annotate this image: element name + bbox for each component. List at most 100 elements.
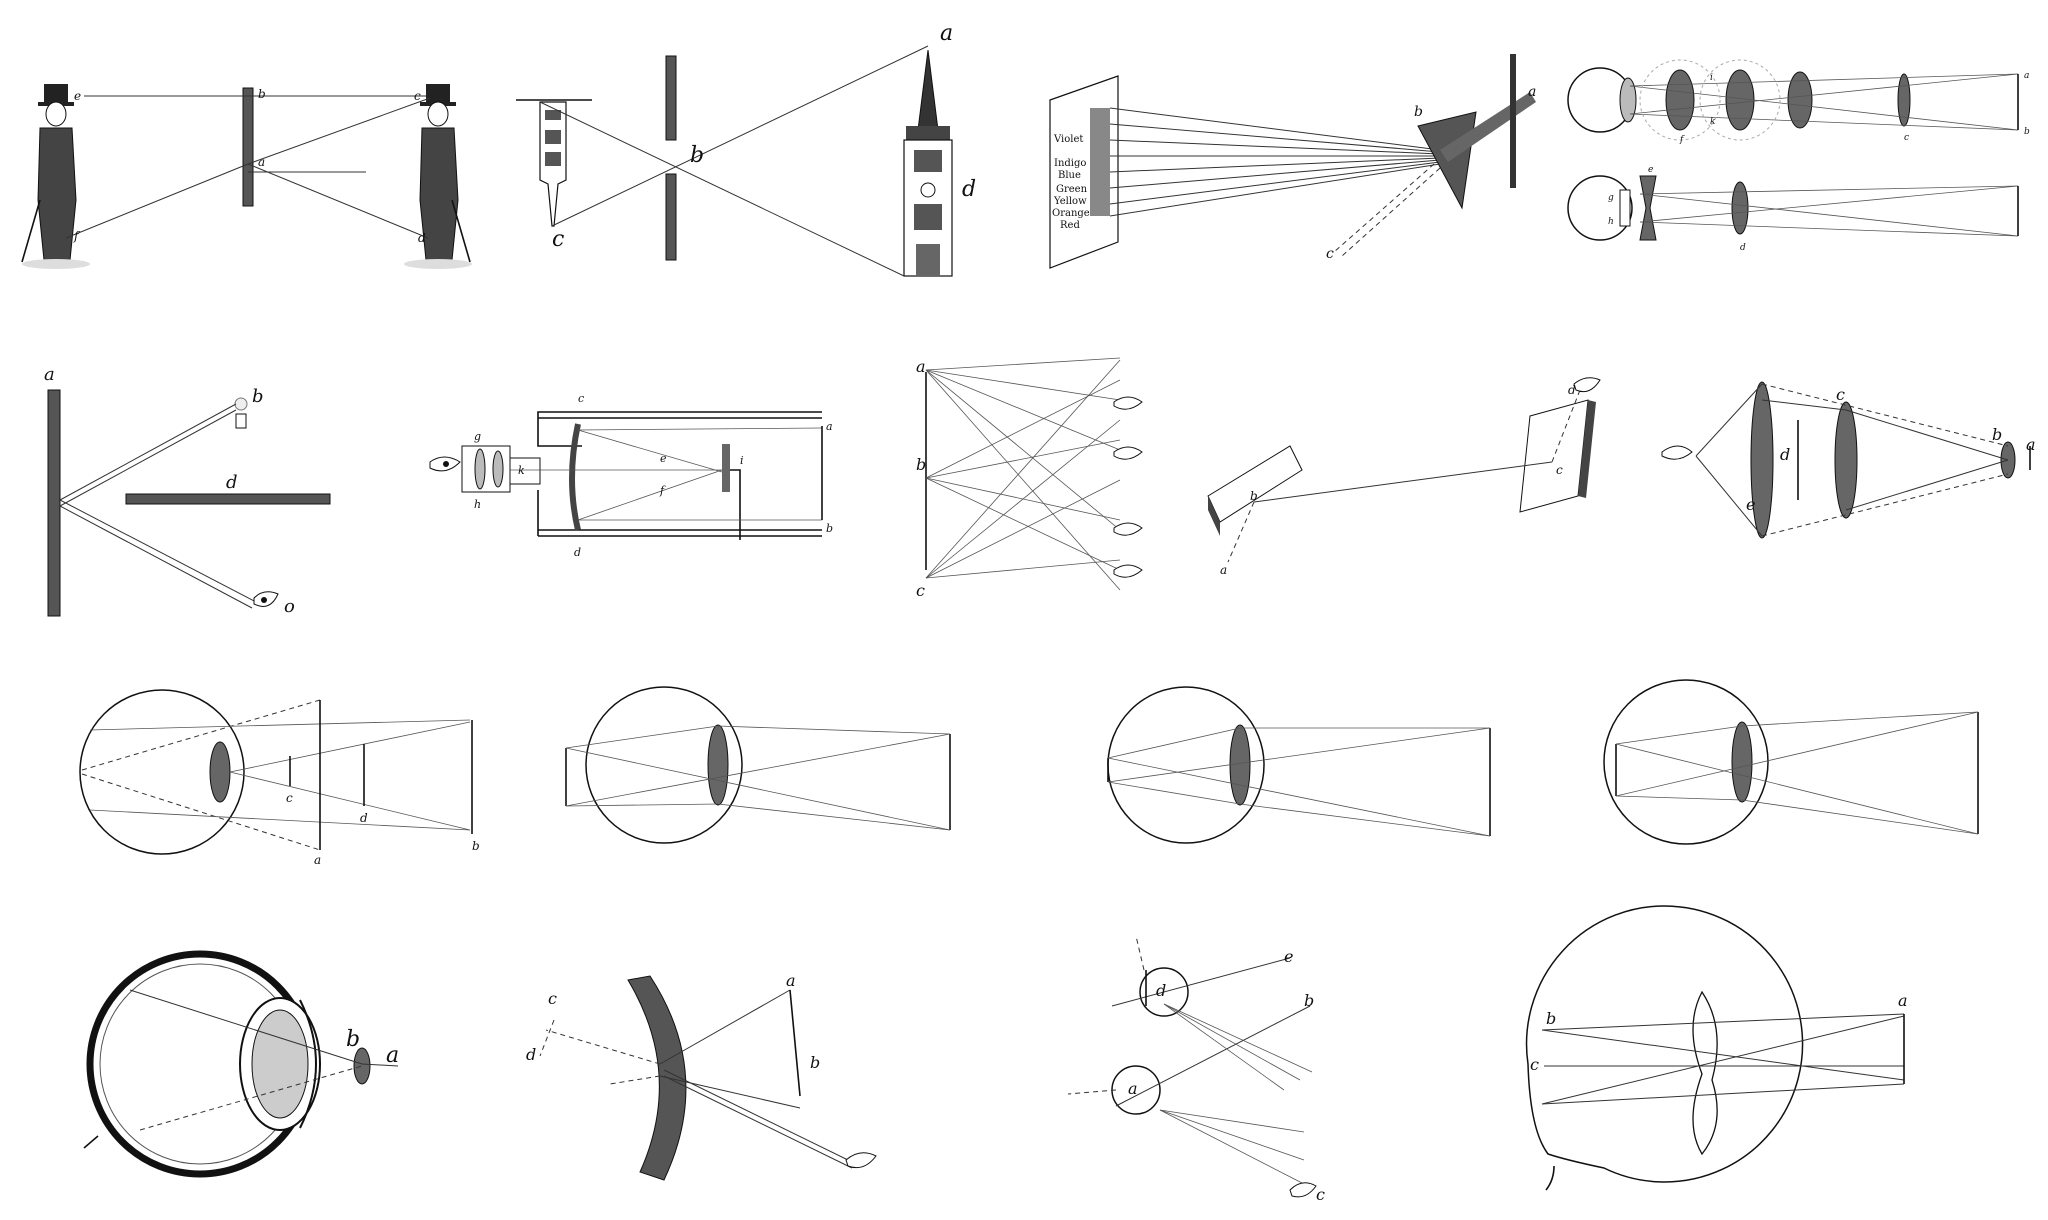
gentleman-figure-icon — [21, 84, 90, 269]
label-b: b — [826, 522, 833, 535]
label-e: e — [1648, 165, 1653, 175]
label-c: c — [1904, 133, 1909, 143]
candle-icon — [234, 397, 248, 429]
label-c: c — [286, 791, 293, 805]
mirror — [242, 87, 254, 207]
label-a: a — [1128, 1079, 1138, 1098]
panel-prism-spectrum: Violet Indigo Blue Green Yellow Orange R… — [1049, 54, 1536, 269]
label-c: c — [916, 581, 925, 600]
label-b: b — [252, 386, 264, 407]
eye-icon — [1525, 905, 1804, 1183]
panel-correction-lenses: a b c d e f g h i k — [1567, 59, 2030, 253]
panel-eyeball-section: a b — [83, 950, 399, 1178]
label-b: b — [1304, 991, 1314, 1010]
label-d: d — [1568, 383, 1576, 397]
raindrop-d — [1139, 967, 1189, 1017]
eye-icon — [845, 1152, 877, 1169]
eye-icon — [1567, 175, 1633, 241]
label-b: b — [810, 1053, 820, 1072]
spectrum-yellow: Yellow — [1053, 196, 1087, 207]
panel-eye-image-1 — [565, 686, 951, 844]
label-h: h — [474, 498, 481, 511]
label-k: k — [1710, 117, 1715, 127]
eye-icon — [1289, 1182, 1317, 1198]
label-a: a — [258, 155, 265, 169]
label-b: b — [346, 1027, 360, 1052]
label-g: g — [1608, 193, 1614, 203]
eye-icon — [1113, 564, 1143, 578]
label-a: a — [386, 1043, 399, 1068]
panel-gentlemen-mirror: e b c a f d — [21, 84, 472, 269]
mirror-right — [1519, 399, 1589, 513]
label-i: i — [740, 454, 744, 467]
label-a: a — [916, 357, 926, 376]
label-c: c — [1316, 1185, 1325, 1204]
eye-icon — [79, 689, 245, 855]
lens-e — [1750, 381, 1774, 539]
panel-eye-image-3 — [1603, 679, 1979, 845]
curved-mirror — [627, 975, 687, 1181]
label-g: g — [474, 430, 481, 443]
label-d: d — [418, 231, 426, 245]
panel-convex-mirror: a b c d — [526, 971, 877, 1181]
label-e: e — [1746, 495, 1755, 514]
label-b: b — [258, 87, 266, 101]
panel-two-mirrors: a b c d — [1207, 377, 1601, 577]
screen-lower — [665, 173, 677, 261]
inverted-tower-icon — [539, 101, 567, 227]
label-c: c — [1326, 246, 1334, 262]
label-a: a — [44, 364, 55, 385]
label-a: a — [826, 420, 833, 433]
church-tower-icon — [903, 49, 953, 277]
screen-upper — [665, 55, 677, 141]
label-c: c — [552, 227, 564, 252]
panel-candle-mirror: a b d o — [44, 364, 331, 617]
eye-icon — [1113, 396, 1143, 410]
eye-icon — [1603, 679, 1769, 845]
label-a: a — [1528, 84, 1536, 100]
label-b: b — [1250, 489, 1258, 503]
spectrum-red: Red — [1060, 220, 1080, 231]
label-c: c — [548, 989, 557, 1008]
eye-icon — [1113, 446, 1143, 460]
label-b: b — [1414, 104, 1423, 120]
label-k: k — [518, 464, 525, 477]
label-b: b — [2024, 127, 2030, 137]
spectrum-green: Green — [1056, 184, 1088, 195]
screen-d — [125, 493, 331, 505]
label-e: e — [74, 89, 81, 103]
label-b: b — [690, 143, 704, 168]
label-d: d — [526, 1045, 536, 1064]
panel-lens-pair: a b c d e — [1661, 381, 2036, 539]
eye-icon — [1573, 377, 1601, 393]
spectrum-violet: Violet — [1053, 134, 1083, 145]
spectrum-orange: Orange — [1052, 208, 1090, 219]
label-d: d — [1780, 445, 1790, 464]
panel-eye-focus: a b c d — [79, 689, 480, 867]
panel-multi-eyes: a b c — [916, 357, 1143, 600]
label-e: e — [1284, 947, 1293, 966]
label-h: h — [1608, 217, 1614, 227]
spectrum-blue: Blue — [1058, 170, 1081, 181]
label-a: a — [314, 853, 321, 867]
panel-eye-image-2 — [1107, 686, 1491, 844]
label-f: f — [73, 229, 81, 243]
vertical-mirror — [47, 389, 61, 617]
panel-telescope: a b c d e f g h i k — [429, 392, 833, 559]
label-b: b — [472, 839, 480, 853]
label-e: e — [660, 452, 667, 465]
label-d: d — [1156, 981, 1166, 1000]
lens-c — [1834, 401, 1858, 519]
label-d: d — [574, 546, 581, 559]
label-b: b — [1546, 1009, 1556, 1028]
panel-eye-inversion: a b c — [1525, 905, 1908, 1191]
label-a: a — [2026, 435, 2036, 454]
panel-raindrops: a b c d e — [1067, 935, 1325, 1204]
label-c: c — [1530, 1055, 1539, 1074]
label-o: o — [284, 596, 295, 617]
label-i: i — [1710, 73, 1713, 83]
spectrum-indigo: Indigo — [1054, 158, 1086, 169]
label-f: f — [1679, 135, 1685, 145]
label-a: a — [2024, 71, 2029, 81]
